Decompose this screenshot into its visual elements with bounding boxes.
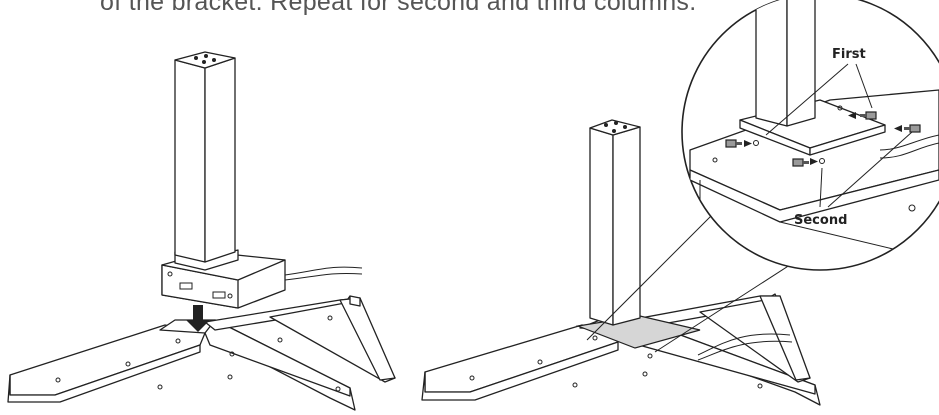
down-arrow-icon: [186, 305, 210, 332]
left-base-frame: [7, 295, 396, 411]
callout-label-second: Second: [794, 213, 847, 228]
screw-icon: [725, 139, 759, 148]
right-assembly: First Second: [421, 0, 939, 406]
left-assembly: [7, 51, 396, 411]
screw-icon: [894, 124, 921, 133]
detail-callout-circle: First Second: [681, 0, 939, 271]
screw-icon: [792, 158, 825, 167]
screw-icon: [848, 111, 877, 120]
zoom-line-right: [654, 251, 811, 353]
zoom-line-left: [586, 204, 723, 341]
right-column: [575, 119, 793, 361]
left-column: [161, 51, 363, 309]
callout-label-first: First: [832, 47, 866, 62]
instruction-text: of the bracket. Repeat for second and th…: [100, 0, 697, 16]
